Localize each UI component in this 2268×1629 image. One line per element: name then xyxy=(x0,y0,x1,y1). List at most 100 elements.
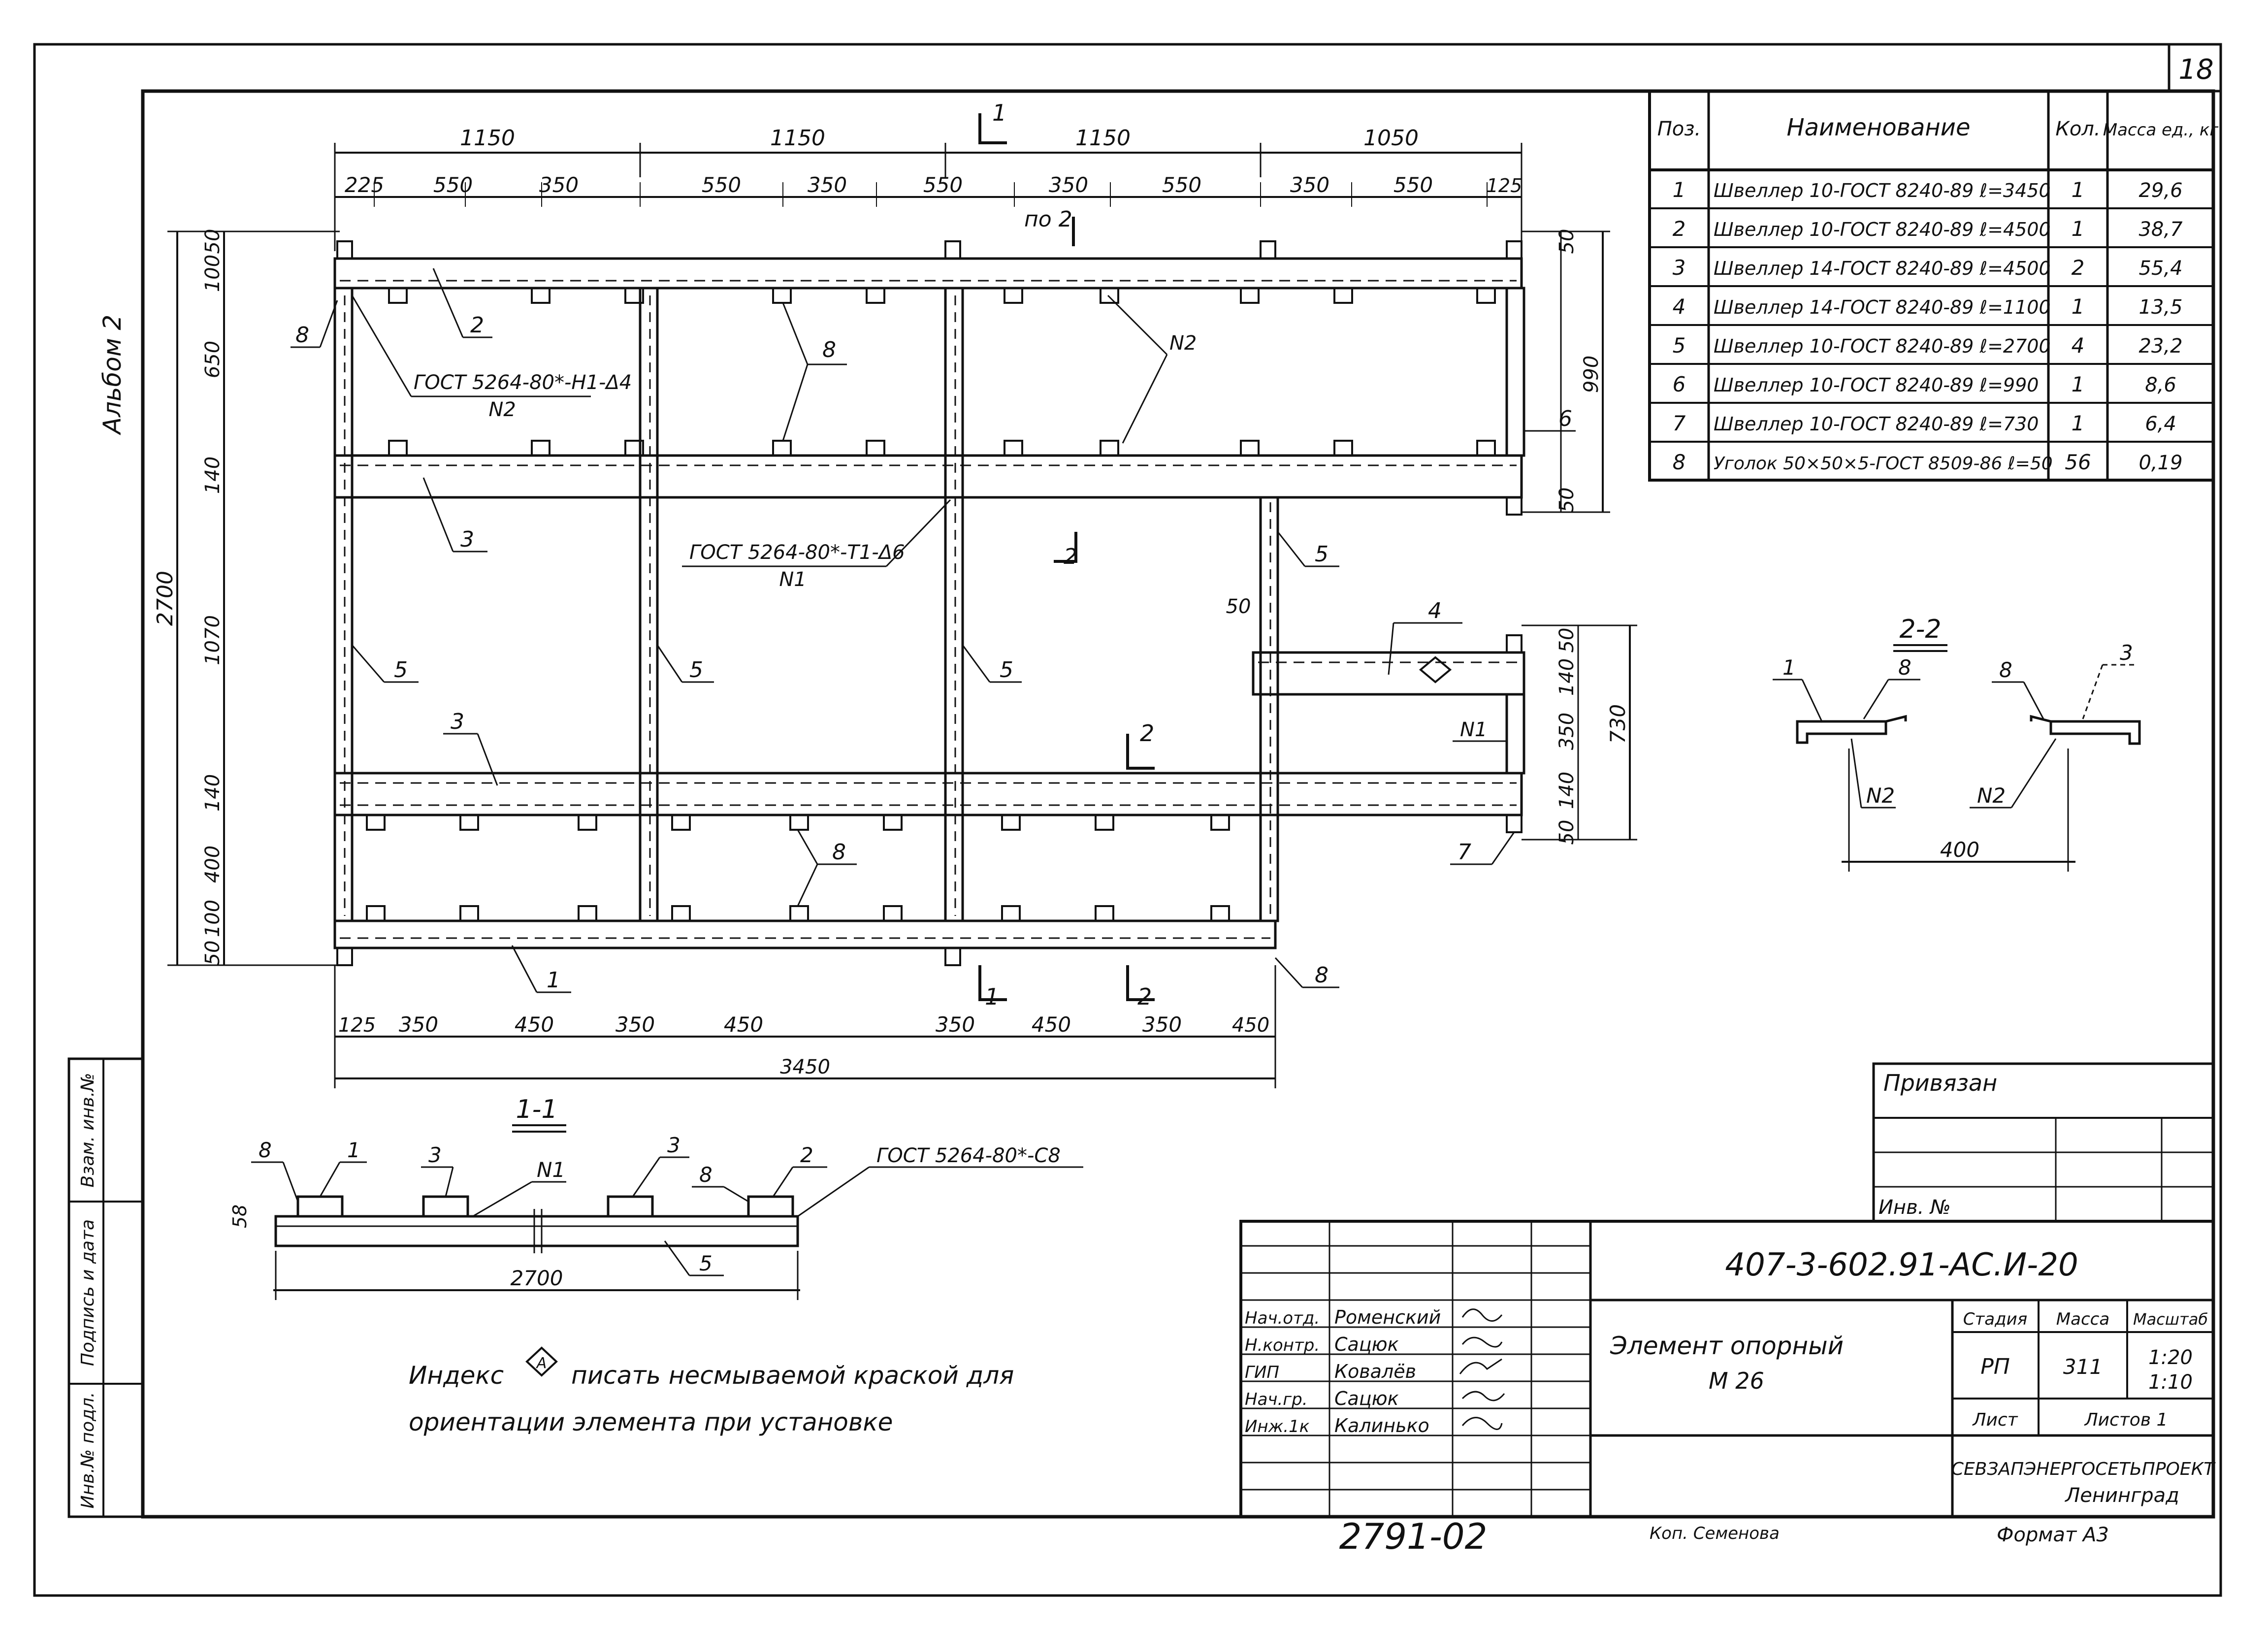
spec-row-8-mass: 0,19 xyxy=(2138,452,2182,474)
spec-header-name: Наименование xyxy=(1786,114,1970,141)
role-3-name: Ковалёв xyxy=(1334,1361,1416,1382)
dim-left-1: 50 xyxy=(201,229,224,254)
dim-left-9: 50 xyxy=(201,941,224,966)
dim-second-4: 550 xyxy=(702,173,741,197)
signature-4 xyxy=(1461,1391,1505,1401)
spec-row-1-qty: 1 xyxy=(2072,178,2085,202)
spec-row-5-qty: 4 xyxy=(2072,333,2085,358)
spec-row-4-qty: 1 xyxy=(2072,294,2085,319)
dim-bottom-5: 450 xyxy=(724,1012,763,1037)
spec-row-5-name: Швеллер 10-ГОСТ 8240-89 ℓ=2700 xyxy=(1714,335,2051,357)
plan-view: 1150 1150 1150 1050 225 550 350 550 350 … xyxy=(153,99,1637,1088)
dim-ext-height: 730 xyxy=(1606,704,1630,744)
title-block: Нач.отд. Роменский Н.контр. Сацюк ГИП Ко… xyxy=(1239,1220,2216,1518)
spec-row-1-name: Швеллер 10-ГОСТ 8240-89 ℓ=3450 xyxy=(1714,180,2051,201)
spec-row-7-qty: 1 xyxy=(2072,411,2085,435)
element-mark: М 26 xyxy=(1709,1368,1764,1394)
dim-second-1: 225 xyxy=(345,173,384,197)
role-5-name: Калинько xyxy=(1334,1415,1429,1436)
spec-row-6-qty: 1 xyxy=(2072,372,2085,396)
dim-top-4: 1050 xyxy=(1363,126,1419,151)
index-mark-plan xyxy=(1419,656,1452,684)
dim-second-8: 550 xyxy=(1162,173,1201,197)
mass-value: 311 xyxy=(2063,1355,2103,1379)
dim-second-10: 550 xyxy=(1393,173,1433,197)
spec-row-3-mass: 55,4 xyxy=(2138,257,2182,280)
spec-row-5-pos: 5 xyxy=(1673,333,1686,358)
dim-left-3: 650 xyxy=(201,341,224,378)
dim-bottom-2: 350 xyxy=(399,1012,438,1037)
side-stamp-signature: Подпись и дата xyxy=(78,1219,98,1366)
spec-row-8-name: Уголок 50×50×5-ГОСТ 8509-86 ℓ=50 xyxy=(1714,454,2053,474)
spec-row-8-pos: 8 xyxy=(1673,450,1686,474)
cleats xyxy=(336,240,1523,966)
weld-note-n2-ref: N2 xyxy=(488,398,516,421)
dim-left-6: 140 xyxy=(201,774,224,812)
spec-row-4-mass: 13,5 xyxy=(2138,296,2182,319)
signature-1 xyxy=(1461,1308,1503,1322)
section-1-1-length: 2700 xyxy=(511,1266,563,1290)
side-stamp: Инв.№ подл. Подпись и дата Взам. инв.№ xyxy=(67,1057,144,1518)
section-1-1-pos-5: 5 xyxy=(699,1251,713,1275)
spec-row-6-name: Швеллер 10-ГОСТ 8240-89 ℓ=990 xyxy=(1714,374,2039,396)
dim-top-2: 1150 xyxy=(770,126,825,151)
dim-bottom-8: 350 xyxy=(1142,1012,1182,1037)
dim-bottom-9: 450 xyxy=(1232,1014,1269,1037)
plan-n2-label: N2 xyxy=(1169,332,1197,355)
dim-left-7: 400 xyxy=(201,846,224,883)
role-5: Инж.1к xyxy=(1245,1417,1310,1436)
signature-5 xyxy=(1461,1417,1503,1430)
dim-bottom-3: 450 xyxy=(515,1012,554,1037)
section-1-1-pos-3a: 3 xyxy=(428,1143,442,1167)
spec-row-6-mass: 8,6 xyxy=(2145,374,2176,396)
spec-row-6-pos: 6 xyxy=(1673,372,1686,396)
callout-pos-8-bottom: 8 xyxy=(832,840,846,865)
paper-format: Формат А3 xyxy=(1997,1524,2109,1546)
section-1-1: 1-1 2700 58 8 1 3 N1 3 8 2 xyxy=(229,1095,1083,1300)
dim-small-50: 50 xyxy=(1226,595,1251,618)
weld-note-n2: ГОСТ 5264-80*-Н1-Δ4 xyxy=(414,371,632,394)
role-1-name: Роменский xyxy=(1334,1306,1441,1328)
signature-2 xyxy=(1461,1336,1503,1348)
note-index-diamond xyxy=(525,1346,558,1377)
city: Ленинград xyxy=(2064,1484,2179,1507)
spec-row-3-name: Швеллер 14-ГОСТ 8240-89 ℓ=4500 xyxy=(1714,258,2051,279)
callout-pos-8-right: 8 xyxy=(1315,963,1328,988)
dim-second-11: 125 xyxy=(1487,175,1523,196)
weld-note-n1-ref: N1 xyxy=(779,568,806,591)
callout-pos-5-right: 5 xyxy=(1315,542,1328,567)
side-stamp-vzam: Взам. инв.№ xyxy=(78,1073,98,1188)
callout-pos-8-top: 8 xyxy=(822,337,836,362)
note-line-2: ориентации элемента при установке xyxy=(409,1408,893,1436)
note-index-letter: А xyxy=(536,1355,547,1372)
dim-left-5: 1070 xyxy=(201,615,224,665)
dim-left-4: 140 xyxy=(201,456,224,494)
callout-pos-8-left: 8 xyxy=(295,323,309,348)
sheet-number: 18 xyxy=(2178,54,2213,86)
dim-bottom-7: 450 xyxy=(1032,1012,1071,1037)
section-1-1-weld: ГОСТ 5264-80*-С8 xyxy=(876,1144,1061,1167)
section-2-2-pos-8b: 8 xyxy=(1999,658,2012,682)
callout-pos-7: 7 xyxy=(1458,840,1471,865)
callout-pos-3-lower: 3 xyxy=(451,709,464,734)
role-2-name: Сацюк xyxy=(1334,1334,1399,1355)
dim-second-7: 350 xyxy=(1049,173,1088,197)
dim-right-ext-1: 50 xyxy=(1555,628,1578,653)
role-1: Нач.отд. xyxy=(1245,1308,1320,1328)
section-mark-1-top: 1 xyxy=(992,99,1006,126)
dim-second-3: 350 xyxy=(539,173,579,197)
section-2-2: 2-2 400 1 8 8 3 N2 N2 xyxy=(1773,615,2141,872)
section-mark-1-bottom: 1 xyxy=(985,983,999,1010)
section-1-1-pos-1: 1 xyxy=(347,1138,360,1162)
spec-row-4-pos: 4 xyxy=(1673,294,1686,319)
sheets-label: Листов 1 xyxy=(2084,1410,2168,1430)
section-1-1-height: 58 xyxy=(229,1205,251,1228)
spec-table: Поз. Наименование Кол. Масса ед., кг 1 Ш… xyxy=(1648,90,2219,482)
side-stamp-inv-podl: Инв.№ подл. xyxy=(78,1392,98,1509)
spec-row-1-pos: 1 xyxy=(1673,178,1686,202)
callout-pos-1: 1 xyxy=(547,968,560,993)
note-line-1: писать несмываемой краской для xyxy=(571,1361,1014,1390)
dim-left-2: 100 xyxy=(201,255,224,292)
dim-right-top-3: 50 xyxy=(1555,488,1578,513)
